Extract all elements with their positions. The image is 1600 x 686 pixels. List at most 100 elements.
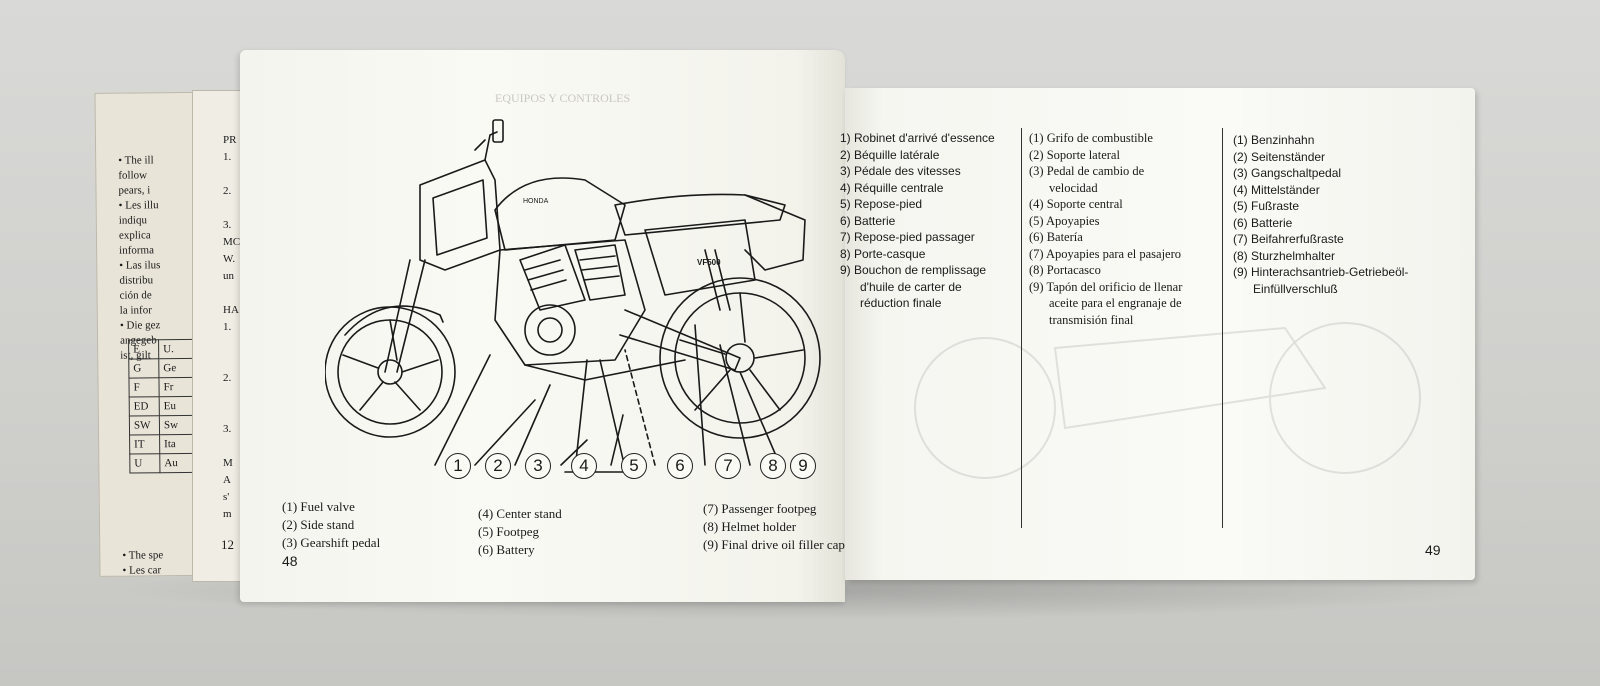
german-legend-line: (2) Seitenständer xyxy=(1233,149,1326,164)
back-page-2-number: 12 xyxy=(221,537,234,552)
german-legend-line: (7) Beifahrerfußraste xyxy=(1233,232,1344,246)
back-page-2-line: s' xyxy=(223,491,230,503)
french-legend-line: 5) Repose-pied xyxy=(840,197,923,211)
legend-line: (8) Helmet holder xyxy=(703,519,797,534)
french-legend-line: réduction finale xyxy=(860,296,942,310)
motorcycle-illustration: HONDA VF500 xyxy=(325,119,821,473)
french-legend-line: 4) Réquille centrale xyxy=(840,180,944,195)
legend-column-2: (4) Center stand (5) Footpeg (6) Battery xyxy=(478,505,562,559)
german-legend-line: Einfüllverschluß xyxy=(1253,281,1338,296)
callout-3: 3 xyxy=(525,453,551,479)
callout-6: 6 xyxy=(667,453,693,479)
german-legend-line: (1) Benzinhahn xyxy=(1233,133,1315,147)
legend-line: (2) Side stand xyxy=(282,517,355,532)
spanish-legend-line: (8) Portacasco xyxy=(1029,263,1101,277)
legend-column-3: (7) Passenger footpeg (8) Helmet holder (9… xyxy=(703,500,845,554)
french-legend-line: 7) Repose-pied passager xyxy=(840,230,975,244)
german-legend-line: (3) Gangschaltpedal xyxy=(1233,166,1342,180)
fuel-tank xyxy=(494,177,626,251)
back-page-2-line: W. xyxy=(223,253,236,265)
legend-line: (1) Fuel valve xyxy=(282,499,355,514)
column-divider-2 xyxy=(1222,128,1223,528)
engine xyxy=(494,239,646,366)
spanish-legend: (1) Grifo de combustible (2) Soporte late… xyxy=(1029,130,1219,328)
back-page-2-line: 3. xyxy=(223,219,232,231)
french-legend-line: 6) Batterie xyxy=(840,213,896,228)
front-fork xyxy=(384,259,426,373)
page-number-right: 49 xyxy=(1425,542,1441,558)
callout-5: 5 xyxy=(621,453,647,479)
table-cell: SW xyxy=(129,415,160,436)
french-legend: 1) Robinet d'arrivé d'essence 2) Béquille… xyxy=(840,130,1020,312)
front-fender xyxy=(344,305,444,336)
column-divider-1 xyxy=(1021,128,1022,528)
french-legend-line: 2) Béquille latérale xyxy=(840,147,940,162)
legend-column-1: (1) Fuel valve (2) Side stand (3) Gearshif… xyxy=(282,498,380,552)
spanish-legend-line: (7) Apoyapies para el pasajero xyxy=(1029,246,1182,261)
callout-2: 2 xyxy=(485,453,511,479)
callout-7: 7 xyxy=(715,453,741,479)
german-legend-line: (4) Mittelständer xyxy=(1233,182,1320,197)
german-legend-line: (6) Batterie xyxy=(1233,215,1293,230)
back-page-2-line: 2. xyxy=(223,372,232,384)
callout-9: 9 xyxy=(790,453,816,479)
right-page: 1) Robinet d'arrivé d'essence 2) Béquille… xyxy=(840,88,1475,580)
german-legend-line: (5) Fußraste xyxy=(1233,199,1300,213)
seat xyxy=(614,193,786,236)
legend-line: (4) Center stand xyxy=(478,506,562,521)
german-legend-line: (9) Hinterachsantrieb-Getriebeöl- xyxy=(1233,265,1409,279)
fairing xyxy=(419,159,501,271)
back-page-2-line: M xyxy=(223,457,233,469)
swing-arm xyxy=(619,309,741,371)
french-legend-line: 3) Pédale des vitesses xyxy=(840,164,961,178)
spanish-legend-line: aceite para el engranaje de xyxy=(1049,296,1182,310)
back-page-2-line: 1. xyxy=(223,321,232,333)
legend-line: (7) Passenger footpeg xyxy=(703,501,817,516)
table-cell: G xyxy=(128,358,159,379)
french-legend-line: d'huile de carter de xyxy=(860,279,962,294)
front-wheel xyxy=(325,306,456,438)
french-legend-line: 9) Bouchon de remplissage xyxy=(840,263,987,277)
french-legend-line: 8) Porte-casque xyxy=(840,246,926,261)
legend-line: (3) Gearshift pedal xyxy=(282,535,381,550)
callout-4: 4 xyxy=(571,453,597,479)
spanish-legend-line: (1) Grifo de combustible xyxy=(1029,131,1153,145)
table-cell: U xyxy=(129,453,160,474)
french-legend-line: 1) Robinet d'arrivé d'essence xyxy=(840,131,995,145)
callout-1: 1 xyxy=(445,453,471,479)
spanish-legend-line: (3) Pedal de cambio de xyxy=(1029,164,1145,178)
left-page: EQUIPOS Y CONTROLES xyxy=(240,50,845,602)
spanish-legend-line: (4) Soporte central xyxy=(1029,197,1123,211)
back-page-2-line: HA xyxy=(223,304,239,316)
table-cell: E xyxy=(128,339,159,360)
table-cell: ED xyxy=(129,396,160,417)
page-number-left: 48 xyxy=(282,553,298,569)
table-cell: F xyxy=(128,377,160,398)
german-legend: (1) Benzinhahn (2) Seitenständer (3) Gangs… xyxy=(1233,132,1433,297)
rear-wheel xyxy=(659,277,821,439)
show-through-illustration xyxy=(914,322,1421,479)
spanish-legend-line: (9) Tapón del orificio de llenar xyxy=(1029,279,1183,294)
spanish-legend-line: velocidad xyxy=(1049,180,1098,195)
spanish-legend-line: (5) Apoyapies xyxy=(1029,213,1100,228)
legend-line: (6) Battery xyxy=(478,542,535,557)
spanish-legend-line: transmisión final xyxy=(1049,312,1134,327)
german-legend-line: (8) Sturzhelmhalter xyxy=(1233,248,1336,263)
back-page-2-line: 2. xyxy=(223,185,232,197)
back-page-2-line: A xyxy=(223,474,231,486)
spanish-legend-line: (6) Batería xyxy=(1029,230,1083,244)
bike-brand-text: HONDA xyxy=(523,198,549,205)
spanish-legend-line: (2) Soporte lateral xyxy=(1029,147,1120,162)
back-page-2-line: MC xyxy=(223,236,241,248)
back-page-2-line: un xyxy=(223,270,234,282)
back-page-2-line: 3. xyxy=(223,423,232,435)
show-through-text: EQUIPOS Y CONTROLES xyxy=(495,91,631,105)
legend-line: (9) Final drive oil filler cap xyxy=(703,537,845,552)
bike-badge-text: VF500 xyxy=(697,258,721,267)
legend-line: (5) Footpeg xyxy=(478,524,540,539)
back-page-2-line: PR xyxy=(223,134,237,146)
back-page-2-line: 1. xyxy=(223,151,232,163)
callout-8: 8 xyxy=(760,453,786,479)
table-cell: IT xyxy=(129,434,160,455)
